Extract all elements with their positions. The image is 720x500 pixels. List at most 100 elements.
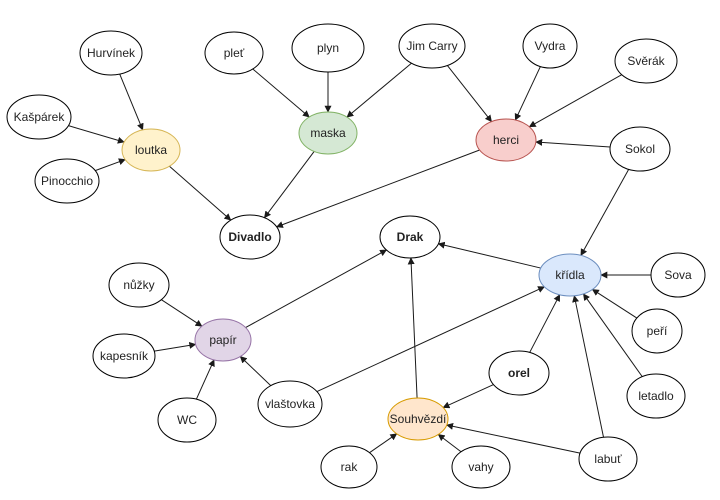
node-plet[interactable]: pleť [204,31,264,75]
edge-plet-to-maska [252,68,310,118]
node-label-herci: herci [493,133,519,147]
node-label-kridla: křídla [555,268,585,282]
edge-sverak-to-herci [528,74,622,128]
edge-loutka-to-divadlo [169,165,232,221]
edge-maska-to-divadlo [264,151,315,219]
edge-kasparek-to-loutka [68,125,125,144]
node-shape-labut [578,436,638,482]
edge-rak-to-souhvezdi [369,433,398,454]
node-herci[interactable]: herci [475,118,537,162]
node-label-rak: rak [341,460,359,474]
node-shape-orel [488,350,550,396]
node-label-souhvezdi: Souhvězdí [390,412,447,426]
node-wc[interactable]: WC [157,397,217,443]
node-label-kasparek: Kašpárek [14,110,66,124]
node-shape-papir [194,318,252,362]
node-kasparek[interactable]: Kašpárek [6,94,72,140]
edge-papir-to-drak [245,249,388,329]
node-label-wc: WC [177,413,197,427]
node-label-sverak: Svěrák [627,54,665,68]
edge-kapesnik-to-papir [154,341,197,352]
node-shape-sova [650,252,706,298]
node-maska[interactable]: maska [298,111,358,155]
edge-hurvinek-to-loutka [119,73,144,131]
edge-souhvezdi-to-drak [407,257,418,399]
node-shape-rak [320,445,378,489]
node-souhvezdi[interactable]: Souhvězdí [387,397,449,441]
node-pinocchio[interactable]: Pinocchio [34,158,100,204]
node-label-nuzky: nůžky [123,278,154,292]
edge-wc-to-papir [195,359,215,400]
node-divadlo[interactable]: Divadlo [219,214,281,260]
node-shape-vlastovka [257,380,323,428]
edge-orel-to-kridla [529,294,561,353]
node-shape-plyn [291,23,365,73]
node-shape-drak [379,215,441,259]
edge-vahy-to-souhvezdi [437,434,462,453]
node-shape-divadlo [219,214,281,260]
node-shape-sokol [609,126,671,172]
node-plyn[interactable]: plyn [291,23,365,73]
node-shape-herci [475,118,537,162]
node-label-drak: Drak [397,230,424,244]
node-loutka[interactable]: loutka [121,128,181,172]
node-hurvinek[interactable]: Hurvínek [79,30,143,76]
node-label-papir: papír [209,333,236,347]
node-sokol[interactable]: Sokol [609,126,671,172]
node-letadlo[interactable]: letadlo [626,373,686,419]
node-label-sova: Sova [664,268,692,282]
edge-herci-to-divadlo [275,149,480,228]
node-shape-kasparek [6,94,72,140]
node-label-maska: maska [310,126,346,140]
node-shape-hurvinek [79,30,143,76]
node-label-vydra: Vydra [535,39,566,53]
node-shape-kapesnik [92,333,156,379]
node-kapesnik[interactable]: kapesník [92,333,156,379]
node-shape-vydra [522,23,578,69]
node-label-labut: labuť [594,452,622,466]
node-label-jimcarry: Jim Carry [406,39,457,53]
node-label-orel: orel [508,366,530,380]
node-shape-wc [157,397,217,443]
edge-vlastovka-to-papir [239,356,272,386]
edge-letadlo-to-kridla [583,293,643,377]
edge-labut-to-souhvezdi [446,422,581,454]
edge-pinocchio-to-loutka [95,158,126,172]
node-sova[interactable]: Sova [650,252,706,298]
node-rak[interactable]: rak [320,445,378,489]
node-jimcarry[interactable]: Jim Carry [398,23,466,69]
node-kridla[interactable]: křídla [538,253,602,297]
node-vahy[interactable]: vahy [451,445,511,489]
node-vlastovka[interactable]: vlaštovka [257,380,323,428]
node-shape-loutka [121,128,181,172]
edge-jimcarry-to-herci [446,65,492,123]
node-label-vahy: vahy [468,460,493,474]
node-sverak[interactable]: Svěrák [614,38,678,84]
node-shape-vahy [451,445,511,489]
node-vydra[interactable]: Vydra [522,23,578,69]
node-peri[interactable]: peří [631,308,683,354]
node-label-vlastovka: vlaštovka [265,397,315,411]
node-label-hurvinek: Hurvínek [87,46,136,60]
node-shape-souhvezdi [387,397,449,441]
edge-labut-to-kridla [572,295,605,438]
edge-jimcarry-to-maska [346,62,412,118]
node-label-pinocchio: Pinocchio [41,174,93,188]
node-shape-pinocchio [34,158,100,204]
node-shape-letadlo [626,373,686,419]
node-shape-peri [631,308,683,354]
node-label-divadlo: Divadlo [228,230,271,244]
node-shape-nuzky [108,262,170,308]
node-shape-jimcarry [398,23,466,69]
node-drak[interactable]: Drak [379,215,441,259]
node-orel[interactable]: orel [488,350,550,396]
edge-orel-to-souhvezdi [442,384,494,409]
node-label-loutka: loutka [135,143,167,157]
node-nuzky[interactable]: nůžky [108,262,170,308]
edge-peri-to-kridla [591,289,638,319]
edge-sokol-to-kridla [580,169,630,256]
node-labut[interactable]: labuť [578,436,638,482]
node-papir[interactable]: papír [194,318,252,362]
node-label-peri: peří [647,324,668,338]
